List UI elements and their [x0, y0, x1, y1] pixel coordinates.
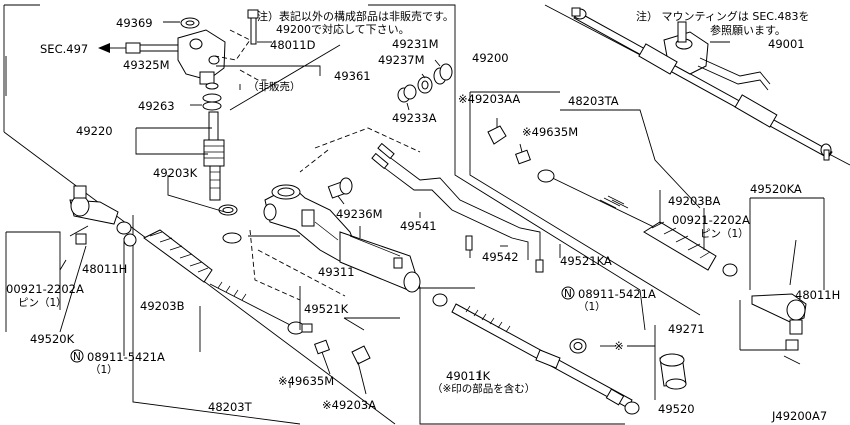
label-49203ba: 49203BA [668, 194, 720, 208]
label-sec497: SEC.497 [40, 42, 88, 56]
label-00921-left: 00921-2202A [6, 282, 84, 296]
gear-housing [248, 184, 421, 301]
label-49011k: 49011K [446, 369, 491, 383]
label-qty-left: （1） [90, 364, 118, 376]
label-48011h-left: 48011H [82, 262, 127, 276]
label-pin-right: ピン（1） [700, 228, 749, 240]
note-not-sold-line1: 注）表記以外の構成部品は非販売です。 [257, 9, 454, 23]
label-49271: 49271 [668, 322, 705, 336]
label-49361: 49361 [334, 69, 371, 83]
label-pin-left: ピン（1） [18, 297, 67, 309]
label-49635m-left: ※49635M [278, 374, 334, 388]
label-49521ka: 49521KA [560, 254, 612, 268]
diagram-id: J49200A7 [771, 409, 827, 423]
left-boot [143, 229, 213, 283]
label-not-sold: （非販売） [248, 80, 301, 93]
label-49325m: 49325M [123, 58, 170, 72]
label-49233a: 49233A [392, 111, 437, 125]
label-48011d: 48011D [270, 38, 316, 52]
label-49203b: 49203B [140, 299, 185, 313]
right-tie-rod-end [739, 197, 825, 365]
n-symbol-right-text: N [564, 288, 572, 300]
label-49520ka: 49520KA [750, 182, 802, 196]
label-08911-left: 08911-5421A [87, 350, 165, 364]
label-49542: 49542 [482, 250, 519, 264]
valve-assembly [98, 9, 321, 244]
part-labels: 49369 48011D SEC.497 49325M 49361 （非販売） … [6, 16, 840, 423]
right-inner-rod [487, 109, 738, 277]
label-00921-right: 00921-2202A [672, 213, 750, 227]
n-symbol-left: N [70, 349, 84, 363]
label-49520k: 49520K [30, 332, 75, 346]
frame-lines [3, 4, 850, 425]
label-48203t: 48203T [208, 400, 253, 414]
note-mounting-line1: 注） マウンティングは SEC.483を [636, 9, 809, 23]
label-49220: 49220 [76, 124, 113, 138]
rack-bar [432, 293, 687, 415]
label-49200: 49200 [472, 51, 509, 65]
note-mounting-line2: 参照願います。 [710, 23, 786, 37]
label-48203ta: 48203TA [568, 94, 619, 108]
label-49369: 49369 [116, 16, 153, 30]
label-49541: 49541 [400, 219, 437, 233]
label-49203k: 49203K [153, 166, 198, 180]
label-49521k: 49521K [304, 302, 349, 316]
left-tie-rod-end [5, 185, 137, 356]
label-49203aa: ※49203AA [458, 92, 520, 106]
label-08911-right: 08911-5421A [578, 287, 656, 301]
label-48011h-right: 48011H [795, 288, 840, 302]
n-symbol-right: N [561, 286, 575, 300]
label-star-mark: ※ [614, 339, 624, 353]
label-star-included: （※印の部品を含む） [432, 382, 535, 395]
label-49203a: ※49203A [322, 398, 376, 412]
left-inner-rod [199, 281, 400, 395]
label-49237m: 49237M [378, 53, 425, 67]
label-49311: 49311 [318, 265, 355, 279]
part-49236m-shape [327, 177, 353, 205]
label-qty-right: （1） [578, 301, 606, 313]
n-symbol-left-text: N [73, 351, 81, 363]
label-49635m-right: ※49635M [522, 125, 578, 139]
hydraulic-tubes [371, 142, 544, 273]
steering-gear-assembly [571, 7, 833, 161]
seal-rings [397, 59, 453, 111]
note-not-sold-line2: 49200で対応して下さい。 [276, 22, 410, 36]
label-49520: 49520 [658, 402, 695, 416]
label-49236m: 49236M [336, 207, 383, 221]
label-49231m: 49231M [392, 37, 439, 51]
label-49001: 49001 [768, 37, 805, 51]
label-49263: 49263 [138, 99, 175, 113]
